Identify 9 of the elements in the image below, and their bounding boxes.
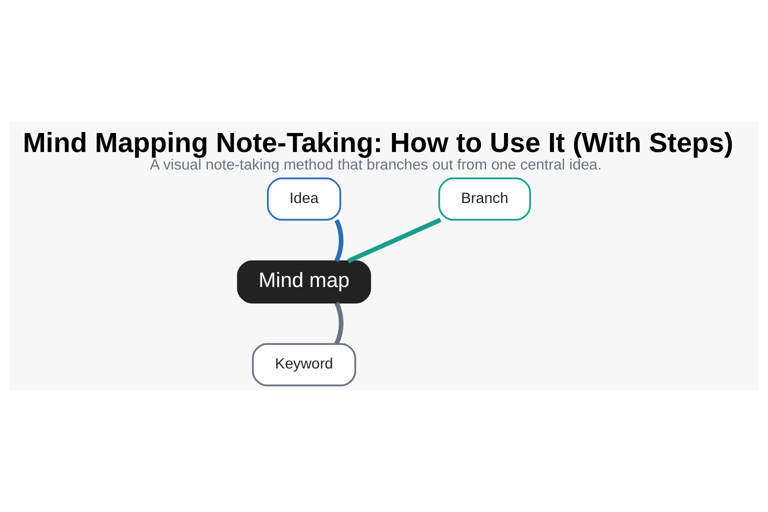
node-box: Branch bbox=[438, 178, 531, 221]
node-box: Idea bbox=[266, 178, 342, 221]
connector bbox=[334, 219, 344, 262]
caption: A visual note-taking method that branches out from one central idea. bbox=[150, 156, 602, 174]
connector bbox=[347, 218, 442, 264]
node-box: Mind map bbox=[237, 260, 372, 304]
node-box: Keyword bbox=[252, 343, 356, 386]
diagram-title: Mind Mapping Note-Taking: How to Use It (With Steps) bbox=[22, 127, 734, 158]
connector bbox=[334, 302, 344, 345]
